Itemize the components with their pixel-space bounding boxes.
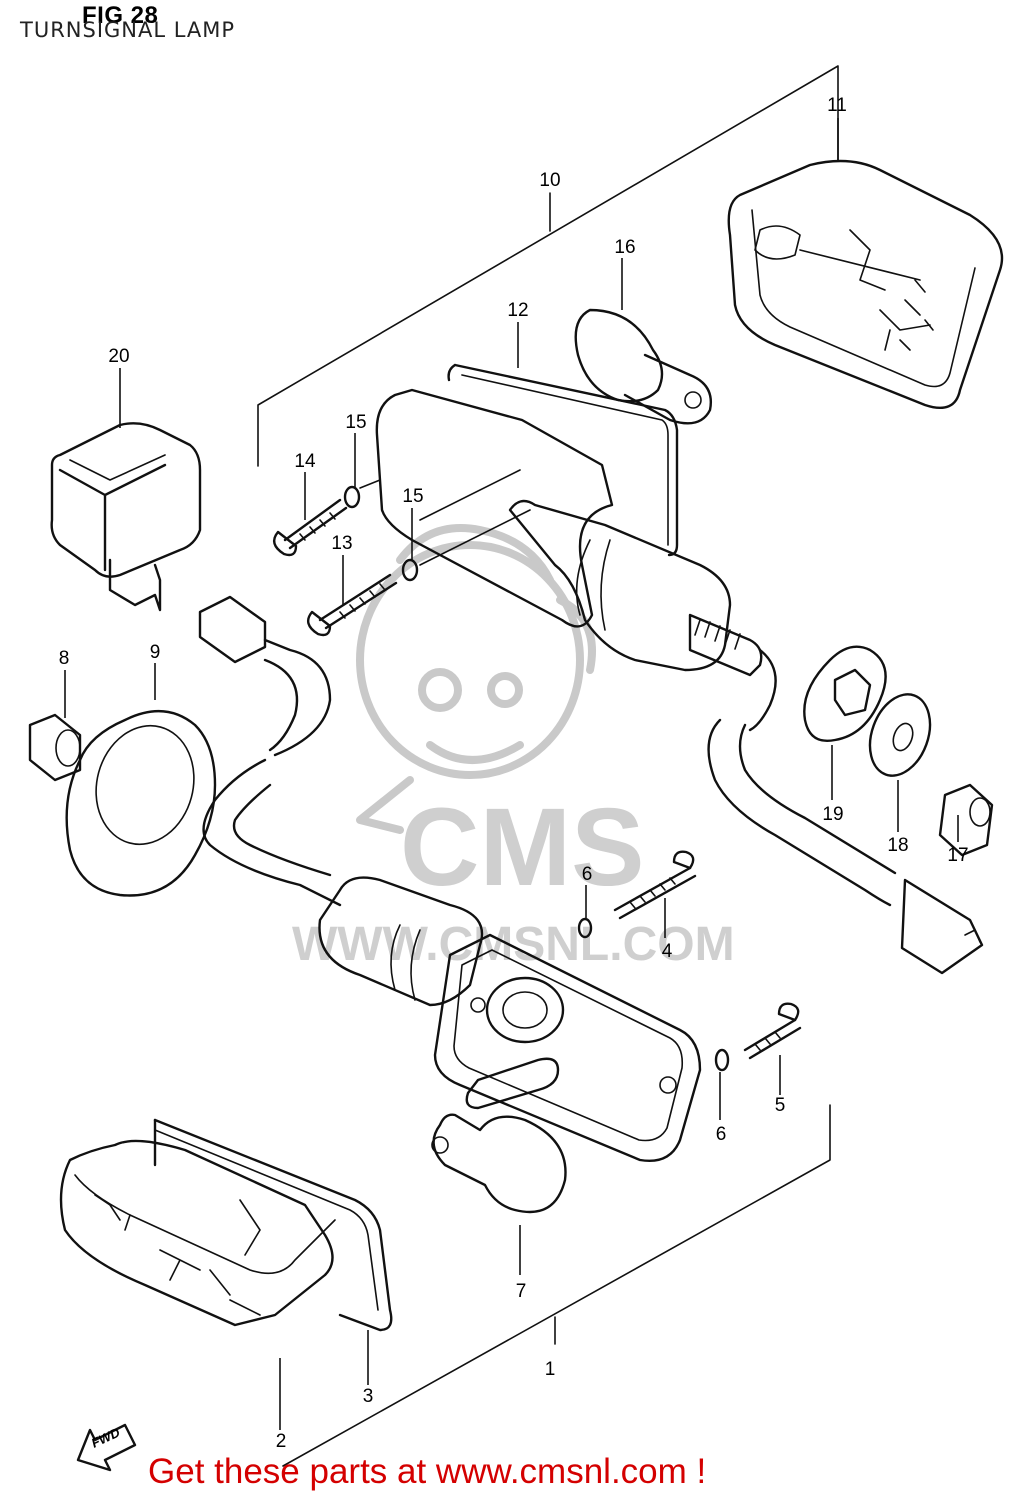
callout-8: 8 — [59, 648, 70, 669]
callout-19: 19 — [822, 804, 843, 825]
nut-8 — [28, 713, 82, 782]
callout-3: 3 — [363, 1386, 374, 1407]
rear-cushion-19 — [803, 645, 887, 742]
rear-washer-18 — [868, 693, 932, 777]
front-bulb-7 — [431, 1113, 567, 1214]
promo-link-text[interactable]: Get these parts at www.cmsnl.com ! — [148, 1452, 707, 1491]
callout-6a: 6 — [582, 864, 593, 885]
callout-6b: 6 — [716, 1124, 727, 1145]
screw-4 — [613, 850, 697, 920]
figure-title: FIG 28 — [82, 2, 159, 29]
callout-1: 1 — [545, 1359, 556, 1380]
callout-13: 13 — [331, 533, 352, 554]
screw-13 — [306, 573, 398, 637]
relay-20 — [50, 422, 202, 612]
leader-lines — [64, 118, 959, 1430]
figure-subtitle: TURNSIGNAL LAMP — [20, 18, 236, 42]
watermark-url: WWW.CMSNL.COM — [292, 918, 735, 971]
callout-15a: 15 — [345, 412, 366, 433]
callout-16: 16 — [614, 237, 635, 258]
callout-4: 4 — [662, 941, 673, 962]
callout-2: 2 — [276, 1431, 287, 1452]
callout-11: 11 — [827, 95, 847, 116]
callout-15b: 15 — [402, 486, 423, 507]
callout-labels: 1 2 3 4 5 6 6 7 8 9 10 11 12 13 14 15 15… — [59, 95, 969, 1452]
rear-lamp-wire — [707, 718, 984, 975]
callout-12: 12 — [507, 300, 528, 321]
bracket-rear-assembly — [257, 65, 839, 467]
washer-6b — [714, 1048, 730, 1072]
rear-nut-17 — [938, 783, 994, 857]
callout-9: 9 — [150, 642, 161, 663]
rear-lamp-lens-11 — [727, 159, 1004, 410]
callout-7: 7 — [516, 1281, 527, 1302]
callout-14: 14 — [294, 451, 316, 472]
washer-15b — [401, 558, 419, 582]
bracket-front-assembly — [282, 1104, 831, 1467]
rear-gasket-12 — [447, 363, 679, 557]
callout-5: 5 — [775, 1095, 786, 1116]
washer-6a — [577, 917, 593, 939]
watermark: CMS WWW.CMSNL.COM — [292, 524, 735, 971]
rear-lamp-housing-10 — [375, 388, 777, 732]
watermark-brand: CMS — [400, 786, 644, 909]
callout-20: 20 — [108, 346, 129, 367]
rear-bulb-16 — [574, 308, 712, 425]
cushion-9 — [65, 709, 217, 897]
front-lamp-housing-1 — [318, 876, 702, 1162]
screw-14 — [272, 498, 348, 557]
callout-17: 17 — [947, 845, 968, 866]
forward-direction-icon: FWD — [76, 1423, 137, 1472]
front-connector-wire — [198, 595, 342, 907]
callout-18: 18 — [887, 835, 908, 856]
washer-15a — [343, 485, 361, 509]
callout-10: 10 — [539, 170, 560, 191]
screw-5 — [743, 1002, 802, 1060]
front-lens-2 — [59, 1139, 336, 1327]
